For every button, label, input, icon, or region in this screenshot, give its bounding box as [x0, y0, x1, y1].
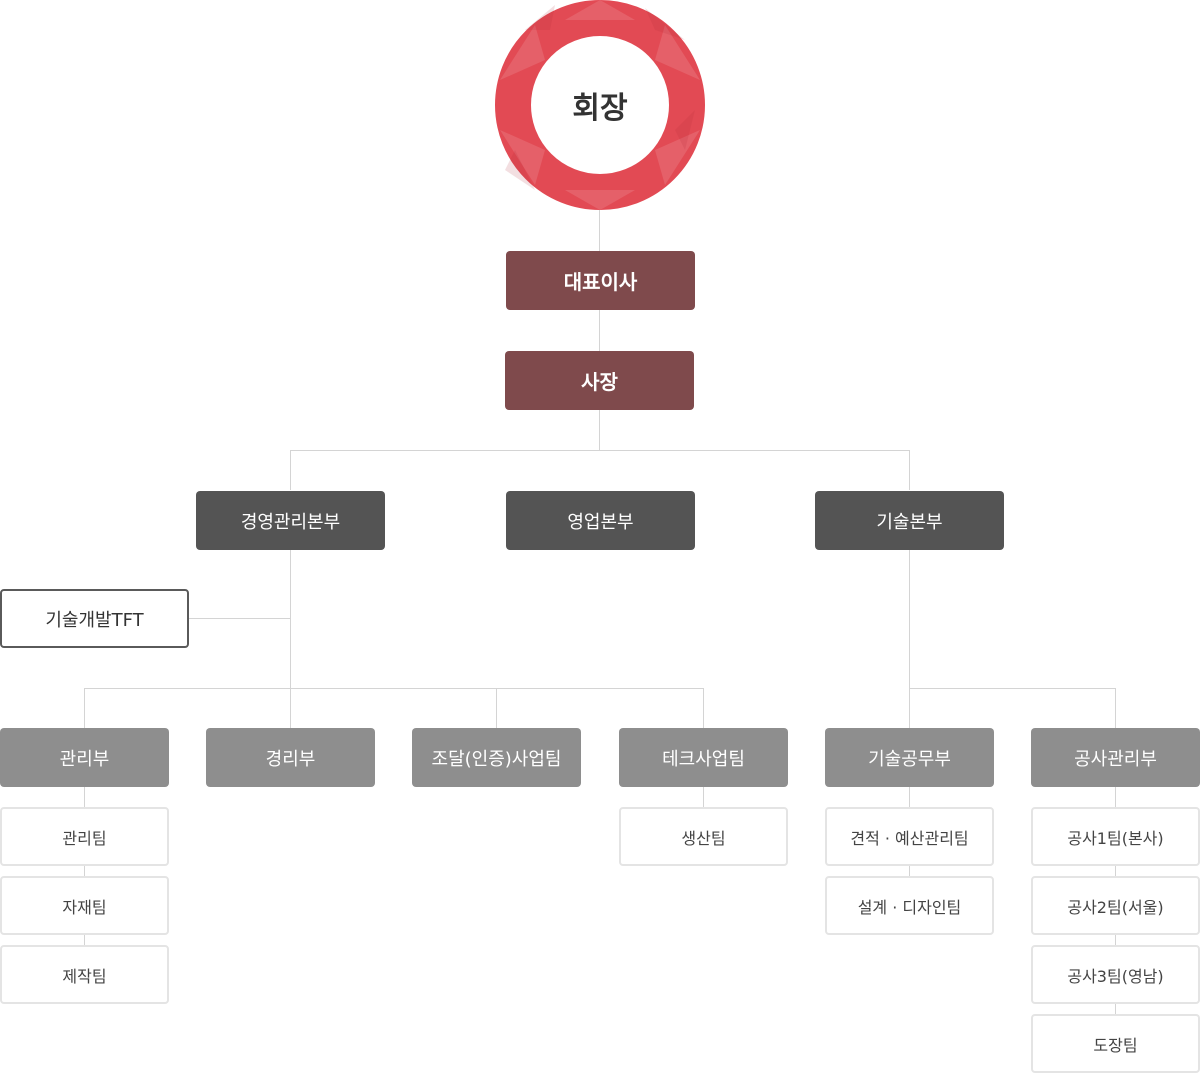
connector-admin-drop [84, 688, 85, 728]
division-sales-box[interactable]: 영업본부 [506, 491, 695, 550]
team-admin-2[interactable]: 자재팀 [0, 876, 169, 935]
connector-technology-bar [909, 688, 1116, 689]
connector-chairman-president [599, 205, 600, 450]
team-tech-construction-1[interactable]: 견적 · 예산관리팀 [825, 807, 994, 866]
chairman-label: 회장 [572, 91, 628, 126]
connector-techbiz-drop [703, 688, 704, 728]
chairman-ring-icon [495, 0, 705, 210]
team-admin-3[interactable]: 제작팀 [0, 945, 169, 1004]
ceo-rep-box[interactable]: 대표이사 [506, 251, 695, 310]
tft-box[interactable]: 기술개발TFT [0, 589, 189, 648]
team-construction-4[interactable]: 도장팀 [1031, 1014, 1200, 1073]
dept-tech-biz-box[interactable]: 테크사업팀 [619, 728, 788, 787]
team-construction-1[interactable]: 공사1팀(본사) [1031, 807, 1200, 866]
connector-management-bar [84, 688, 704, 689]
team-admin-1[interactable]: 관리팀 [0, 807, 169, 866]
division-management-box[interactable]: 경영관리본부 [196, 491, 385, 550]
team-tech-biz-1[interactable]: 생산팀 [619, 807, 788, 866]
connector-tft [188, 618, 290, 619]
connector-technology-stem [909, 549, 910, 729]
dept-procurement-box[interactable]: 조달(인증)사업팀 [412, 728, 581, 787]
dept-admin-box[interactable]: 관리부 [0, 728, 169, 787]
dept-construction-mgmt-box[interactable]: 공사관리부 [1031, 728, 1200, 787]
chairman-node[interactable]: 회장 [495, 0, 705, 210]
team-tech-construction-2[interactable]: 설계 · 디자인팀 [825, 876, 994, 935]
team-construction-2[interactable]: 공사2팀(서울) [1031, 876, 1200, 935]
connector-management-drop [290, 450, 291, 490]
connector-management-stem [290, 549, 291, 729]
connector-admin-teams [84, 786, 85, 946]
division-technology-box[interactable]: 기술본부 [815, 491, 1004, 550]
connector-procurement-drop [496, 688, 497, 728]
connector-construction-drop [1115, 688, 1116, 728]
connector-division-bar [290, 450, 910, 451]
team-construction-3[interactable]: 공사3팀(영남) [1031, 945, 1200, 1004]
connector-technology-drop [909, 450, 910, 490]
president-box[interactable]: 사장 [505, 351, 694, 410]
connector-techbiz-teams [703, 786, 704, 808]
dept-tech-construction-box[interactable]: 기술공무부 [825, 728, 994, 787]
dept-accounting-box[interactable]: 경리부 [206, 728, 375, 787]
